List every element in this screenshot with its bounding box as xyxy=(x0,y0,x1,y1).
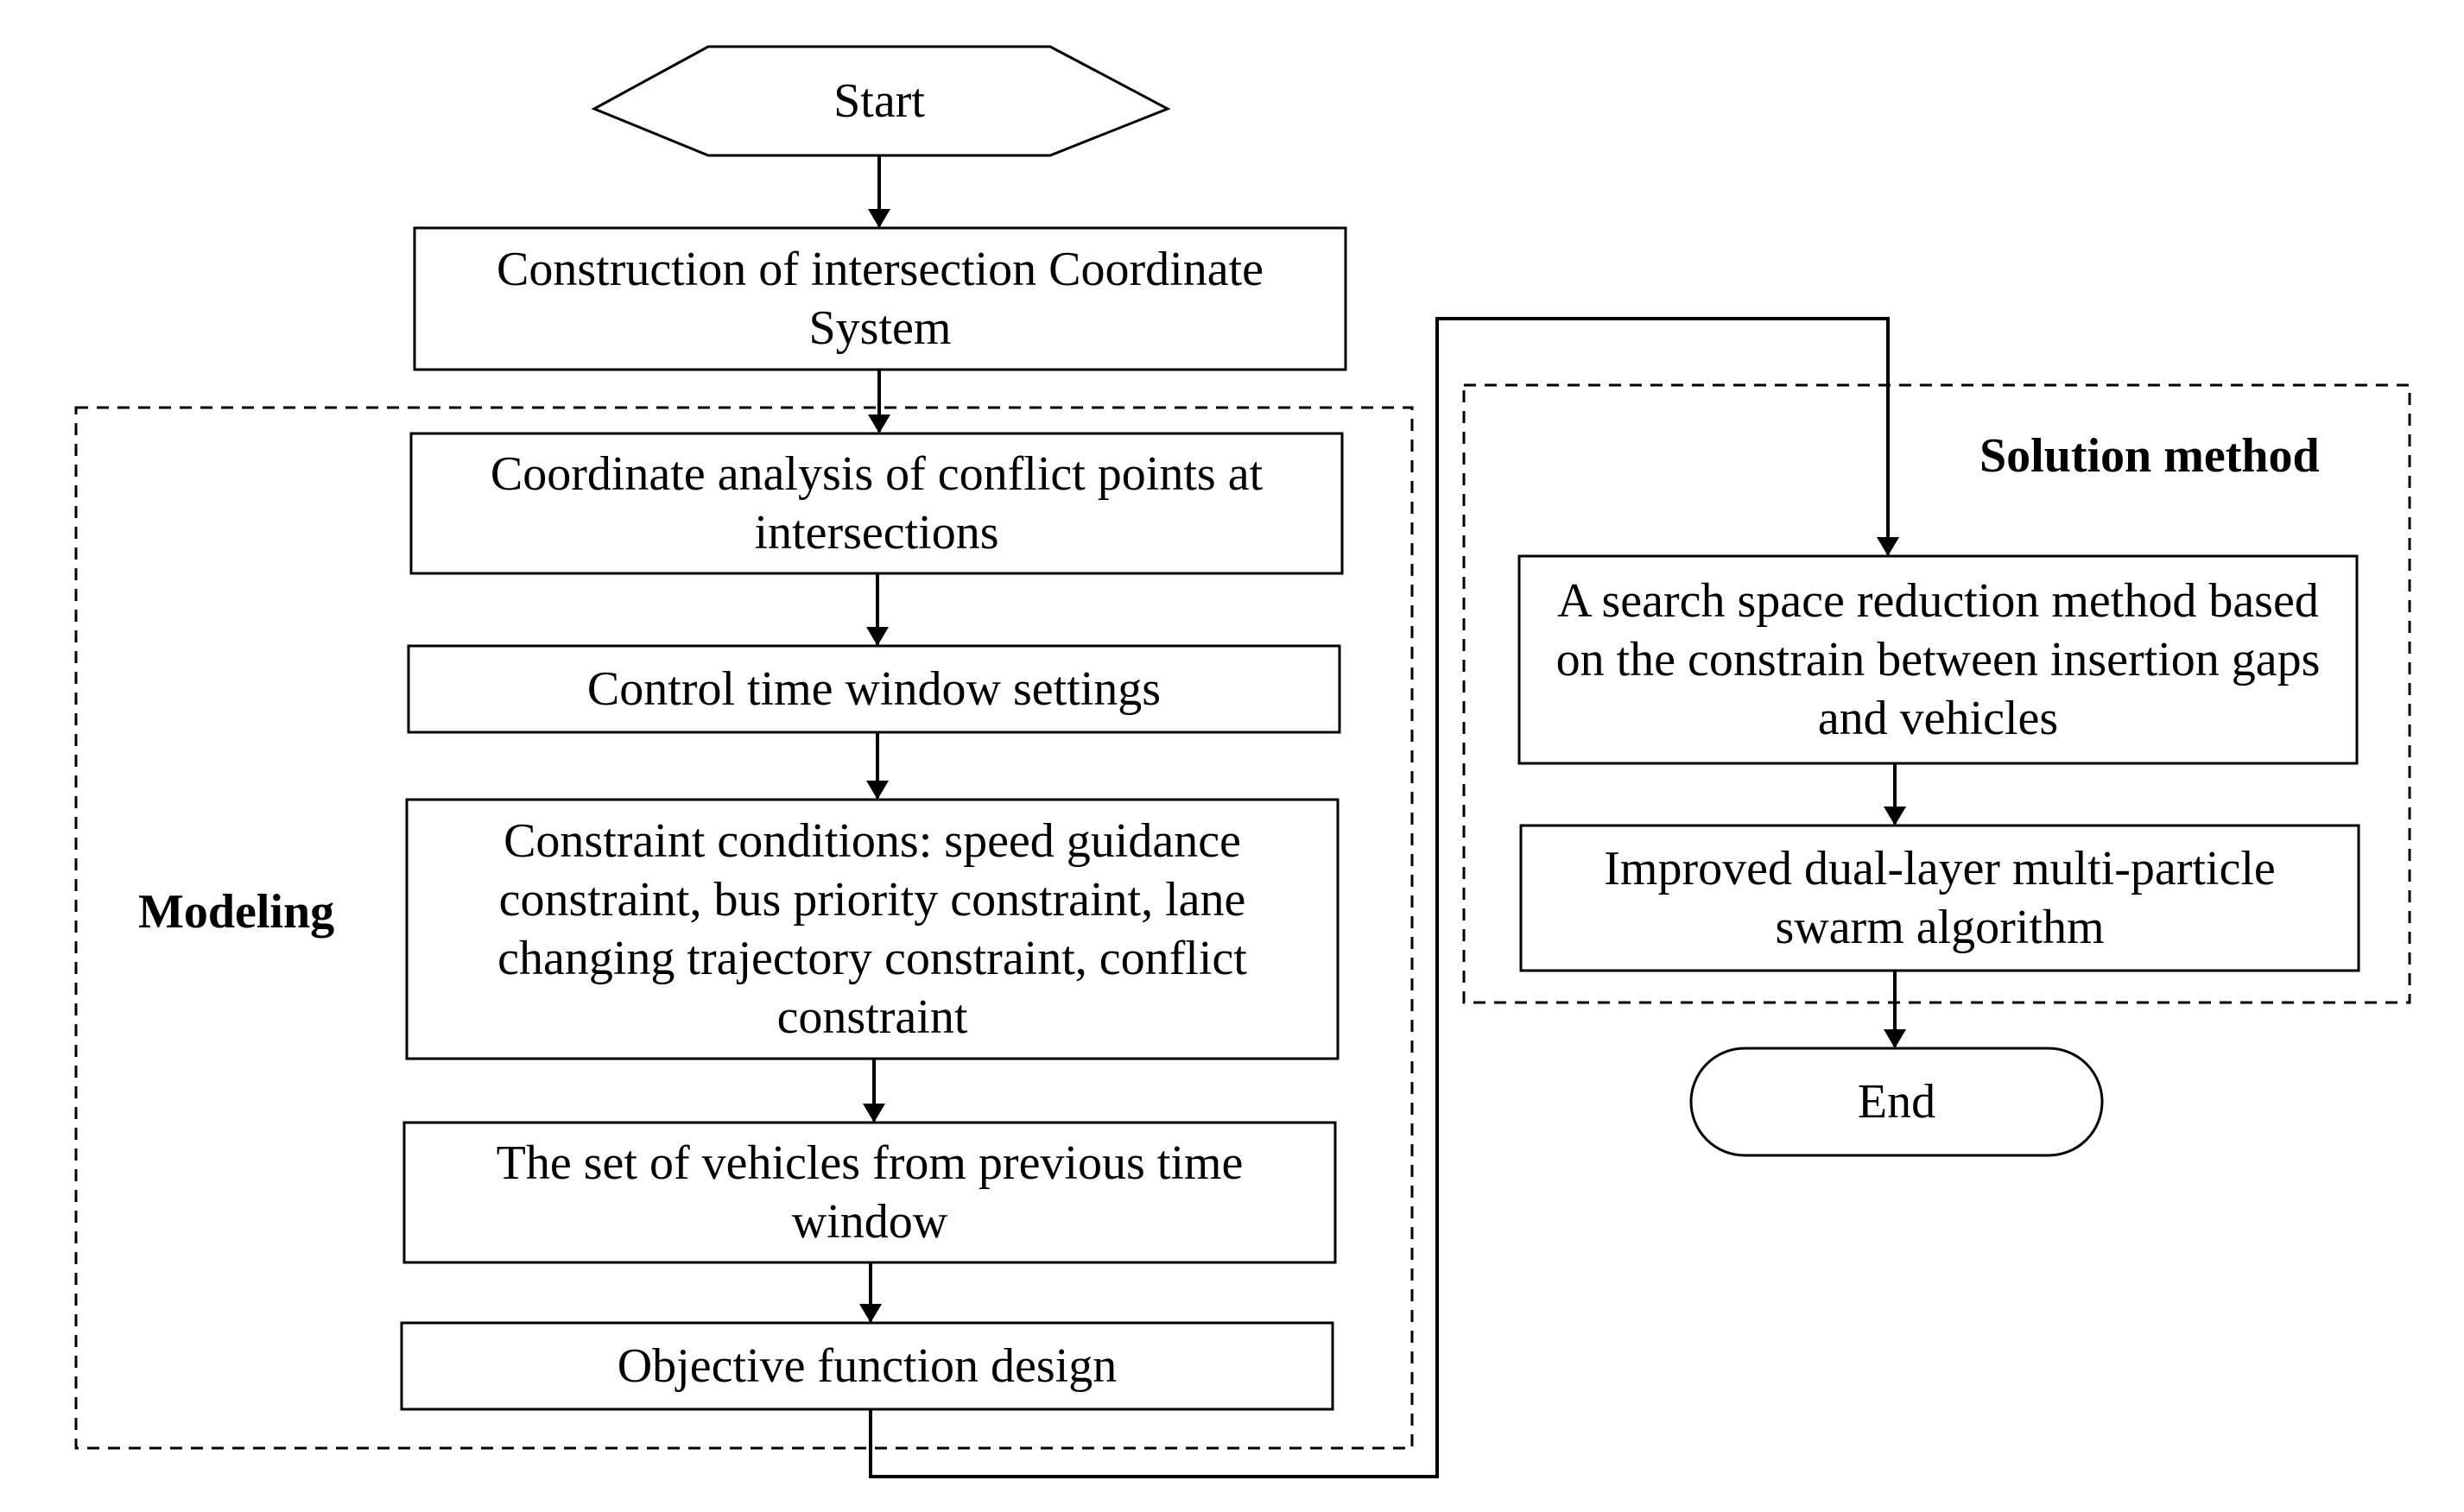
start-node-label: Start xyxy=(833,74,925,128)
objective-box xyxy=(400,1321,1334,1411)
arrow-objective-to-search-space xyxy=(869,317,1899,1478)
search-space-node: A search space reduction method based on… xyxy=(1519,556,2357,763)
constraints-label: Constraint conditions: speed guidance co… xyxy=(497,814,1247,1044)
search-space-box xyxy=(1517,554,2359,765)
end-node-label: End xyxy=(1857,1075,1936,1129)
vehicle-set-box xyxy=(402,1121,1337,1264)
coordinate-system-node: Construction of intersection Coordinate … xyxy=(415,228,1346,370)
pso-node: Improved dual-layer multi-particle swarm… xyxy=(1521,826,2359,971)
conflict-points-box xyxy=(409,432,1344,575)
coordinate-system-box xyxy=(413,226,1347,371)
end-node-shape xyxy=(1689,1047,2104,1157)
coordinate-system-label: Construction of intersection Coordinate … xyxy=(496,243,1264,355)
modeling-group-label: Modeling xyxy=(138,885,335,939)
time-window-box xyxy=(407,644,1341,734)
time-window-node: Control time window settings xyxy=(409,646,1340,732)
start-node-shape xyxy=(591,45,1171,157)
pso-label: Improved dual-layer multi-particle swarm… xyxy=(1604,842,2276,954)
conflict-points-node: Coordinate analysis of conflict points a… xyxy=(411,433,1342,573)
pso-box xyxy=(1519,824,2360,972)
objective-node: Objective function design xyxy=(402,1323,1333,1409)
time-window-label: Control time window settings xyxy=(586,662,1162,716)
modeling-group-border xyxy=(74,406,1414,1450)
vehicle-set-node: The set of vehicles from previous time w… xyxy=(404,1123,1335,1262)
solution-group-label: Solution method xyxy=(1979,429,2320,483)
search-space-label: A search space reduction method based on… xyxy=(1555,574,2321,745)
end-node: End xyxy=(1691,1048,2102,1155)
conflict-points-label: Coordinate analysis of conflict points a… xyxy=(490,447,1264,560)
solution-group-border xyxy=(1462,383,2411,1004)
constraints-node: Constraint conditions: speed guidance co… xyxy=(407,800,1338,1059)
constraints-box xyxy=(405,798,1340,1060)
objective-label: Objective function design xyxy=(617,1339,1118,1393)
vehicle-set-label: The set of vehicles from previous time w… xyxy=(496,1136,1244,1249)
start-node: Start xyxy=(708,47,1050,155)
